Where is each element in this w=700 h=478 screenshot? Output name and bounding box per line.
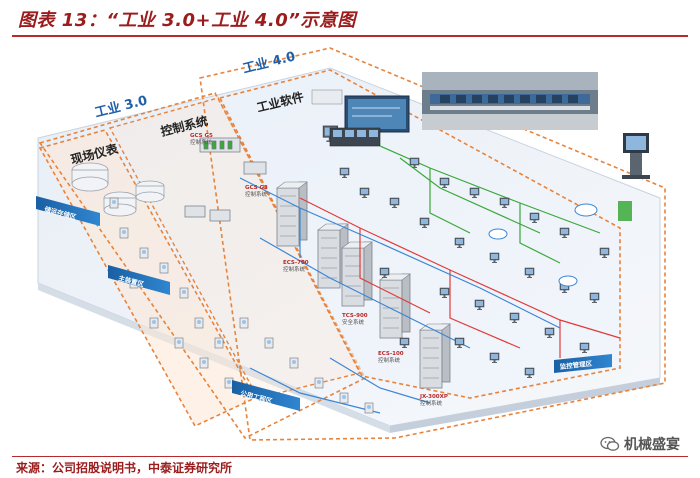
system-ecs700: ECS-700 <box>283 260 309 266</box>
system-ecs100-desc: 控制系统 <box>378 356 401 364</box>
source-divider <box>12 456 688 457</box>
system-tcs900: TCS-900 <box>342 313 368 319</box>
watermark-text: 机械盛宴 <box>624 434 680 454</box>
operator-workstations <box>323 126 380 146</box>
industry4-label: 工业 4.0 <box>241 48 297 76</box>
industry-diagram: 工业 4.0 工业 3.0 工业软件 控制系统 现场仪表 GCS G5 控制系统… <box>0 38 700 453</box>
wechat-icon <box>600 436 620 452</box>
system-ecs700-desc: 控制系统 <box>283 265 306 273</box>
figure-title: 图表 13：“工业 3.0+工业 4.0”示意图 <box>18 6 356 32</box>
cabinet-jx300xp <box>420 324 450 388</box>
system-jx300xp-desc: 控制系统 <box>420 399 443 407</box>
system-jx300xp: JX-300XP <box>419 394 448 400</box>
watermark: 机械盛宴 <box>600 434 680 454</box>
system-gcs-g5: GCS G5 <box>190 133 213 139</box>
system-tcs900-desc: 安全系统 <box>342 318 365 326</box>
system-gcs-g3-desc: 控制系统 <box>245 190 268 198</box>
cabinet-ecs100 <box>380 274 410 338</box>
system-gcs-g5-desc: 控制系统 <box>190 138 213 146</box>
control-room-photo <box>422 72 598 130</box>
cabinet-ecs700 <box>277 182 307 246</box>
figure-source: 来源：公司招股说明书，中泰证券研究所 <box>16 459 232 476</box>
system-gcs-g3: GCS G3 <box>245 185 268 191</box>
title-divider <box>12 35 688 37</box>
system-ecs100: ECS-100 <box>378 351 404 357</box>
